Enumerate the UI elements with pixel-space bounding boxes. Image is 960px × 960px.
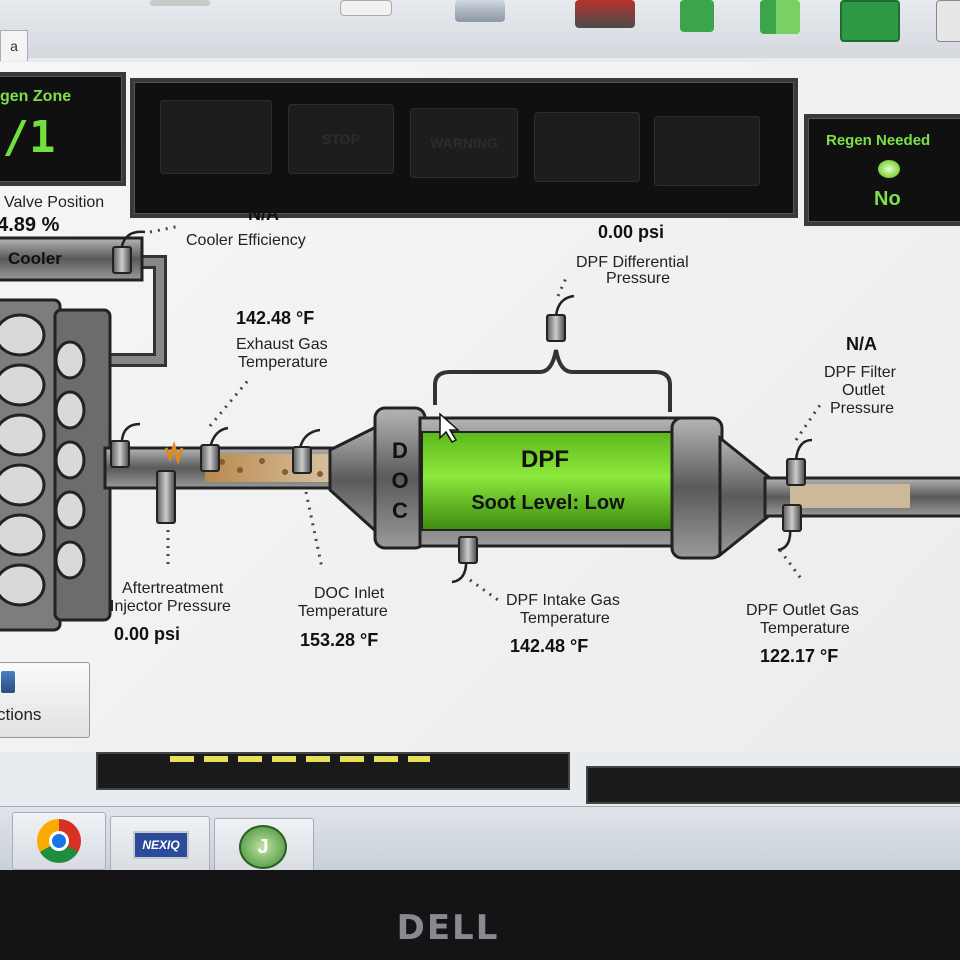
soot-level-text: Soot Level: Low — [471, 492, 625, 514]
dpf-differential-brace — [433, 349, 672, 412]
injector-icon — [156, 470, 176, 524]
toolbar-icon-6[interactable] — [760, 0, 800, 34]
actions-icon — [1, 671, 15, 693]
aftertreatment-diagram — [0, 224, 960, 632]
taskbar-chrome-button[interactable] — [12, 812, 106, 870]
dpf-diff-pressure-label-2: Pressure — [606, 270, 671, 287]
dpf-outlet-gas-temp-label-1: DPF Outlet Gas — [746, 602, 859, 619]
exhaust-gas-temp-label-2: Temperature — [238, 354, 328, 371]
regen-zone-label: gen Zone — [0, 88, 72, 105]
doc-inlet-label-2: Temperature — [298, 603, 388, 620]
cooler-label: Cooler — [8, 249, 62, 268]
stop-lamp: STOP — [288, 104, 394, 174]
lower-status-panel-2 — [586, 766, 960, 804]
taskbar-jpro-button[interactable]: J — [214, 818, 314, 876]
dpf-outlet-pressure-label-3: Pressure — [830, 400, 895, 417]
dpf-regen-lamp-icon — [534, 112, 640, 182]
dpf-intake-temp-label-1: DPF Intake Gas — [506, 592, 620, 609]
doc-label: DOC — [391, 438, 409, 523]
doc-inlet-value: 153.28 °F — [300, 630, 379, 650]
monitor-screen: a gen Zone 0/1 STOP WARNING Regen Needed… — [0, 0, 960, 880]
regen-needed-label: Regen Needed — [826, 132, 931, 149]
aftertreatment-injector-label-2: Injector Pressure — [110, 598, 231, 615]
doc-inlet-cone — [328, 422, 382, 539]
valve-position-value: 84.89 % — [0, 214, 60, 236]
dpf-intake-temp-sensor-icon — [458, 536, 478, 564]
dpf-outlet-pressure-sensor-icon — [786, 458, 806, 486]
dpf-label: DPF — [521, 446, 569, 473]
lower-panel-gauge — [170, 756, 430, 762]
dpf-diff-pressure-value: 0.00 psi — [598, 222, 665, 242]
dpf-outlet-cone — [718, 434, 772, 559]
pre-turbo-sensor-icon — [110, 440, 130, 468]
exhaust-gas-temp-sensor-icon — [200, 444, 220, 472]
toolbar-icon-2[interactable] — [340, 0, 392, 16]
actions-button[interactable]: ctions — [0, 662, 90, 738]
dell-logo: DELL — [396, 908, 500, 948]
regen-zone-box — [0, 72, 126, 186]
doc-inlet-sensor-icon — [292, 446, 312, 474]
exhaust-gas-temp-label-1: Exhaust Gas — [236, 336, 328, 353]
cooler-efficiency-label: Cooler Efficiency — [186, 232, 306, 249]
dpf-outlet-gas-temp-label-2: Temperature — [760, 620, 850, 637]
dpf-diff-pressure-sensor-icon — [546, 314, 566, 342]
cooler-sensor-icon — [112, 246, 132, 274]
warning-lamp: WARNING — [410, 108, 518, 178]
dpf-outlet-gas-temp-value: 122.17 °F — [760, 646, 839, 666]
cooler-efficiency-value: N/A — [248, 204, 279, 224]
window-tab[interactable]: a — [0, 30, 28, 61]
dpf-outlet-temp-sensor-icon — [782, 504, 802, 532]
dpf-outlet-pressure-label-1: DPF Filter — [824, 364, 896, 381]
chrome-icon — [37, 819, 81, 863]
exhaust-gas-temp-value: 142.48 °F — [236, 308, 315, 328]
toolbar-icon-4[interactable] — [575, 0, 635, 28]
aftertreatment-injector-label-1: Aftertreatment — [122, 580, 224, 597]
dpf-intake-temp-label-2: Temperature — [520, 610, 610, 627]
engine-lamp-icon — [160, 100, 272, 174]
valve-position-label: Valve Position — [4, 194, 105, 211]
toolbar-icon-8[interactable] — [936, 0, 960, 42]
dpf-diff-pressure-label-1: DPF Differential — [576, 254, 689, 271]
toolbar-icon-7[interactable] — [840, 0, 900, 42]
monitor-bezel — [0, 870, 960, 960]
mouse-cursor-icon — [439, 412, 460, 443]
aftertreatment-injector-value: 0.00 psi — [114, 624, 181, 644]
jpro-icon: J — [239, 825, 287, 869]
taskbar-nexiq-button[interactable]: NEXIQ — [110, 816, 210, 874]
dpf-soot-bar — [421, 431, 677, 531]
actions-button-label: ctions — [0, 705, 42, 724]
regen-needed-indicator-icon — [878, 160, 900, 178]
regen-zone-value: 0/1 — [0, 112, 56, 163]
dpf-outlet-pressure-value: N/A — [846, 334, 877, 354]
high-exhaust-temp-lamp-icon — [654, 116, 760, 186]
doc-inlet-label-1: DOC Inlet — [314, 585, 385, 602]
regen-needed-value: No — [874, 188, 901, 210]
injector-spray-icon — [164, 440, 184, 466]
dpf-intake-temp-value: 142.48 °F — [510, 636, 589, 656]
nexiq-icon: NEXIQ — [133, 831, 189, 859]
toolbar-icon-5[interactable] — [680, 0, 714, 32]
toolbar-icon-1[interactable] — [150, 0, 210, 6]
dpf-outlet-pressure-label-2: Outlet — [842, 382, 885, 399]
toolbar-icon-3[interactable] — [455, 0, 505, 22]
